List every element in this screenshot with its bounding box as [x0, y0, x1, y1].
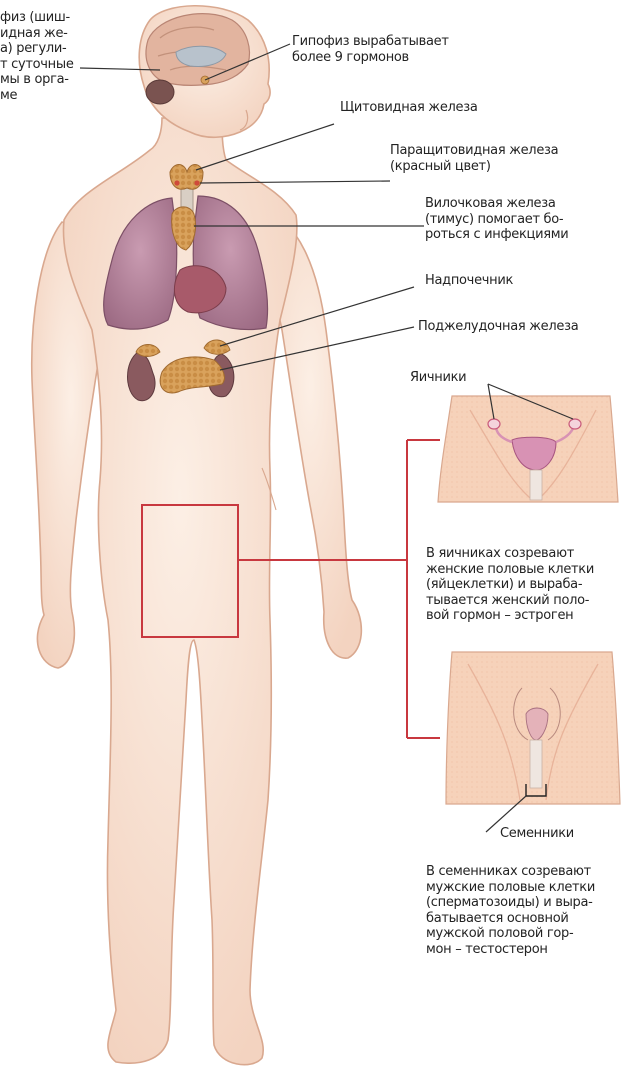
parathyroid-label: Паращитовидная железа (красный цвет) — [390, 143, 558, 174]
ovary-left — [488, 419, 500, 429]
adrenal-label: Надпочечник — [425, 273, 513, 289]
testes-description: В семенниках созревают мужские половые к… — [426, 864, 595, 957]
ovaries-description: В яичниках созревают женские половые кле… — [426, 546, 594, 624]
thymus-label: Вилочковая железа (тимус) помогает бо- р… — [425, 196, 568, 243]
thyroid-label: Щитовидная железа — [340, 100, 478, 116]
torso-legs — [63, 118, 296, 1065]
cerebellum — [146, 80, 174, 104]
parathyroid-gland — [174, 180, 179, 185]
pineal-label: физ (шиш- идная же- а) регули- т суточны… — [0, 10, 74, 103]
testes-label: Семенники — [500, 826, 574, 842]
ovaries-label: Яичники — [410, 370, 466, 386]
pituitary-label: Гипофиз вырабатывает более 9 гормонов — [292, 34, 449, 65]
male-pelvis-panel — [446, 652, 620, 832]
ovary-right — [569, 419, 581, 429]
female-pelvis-panel — [438, 384, 618, 502]
pancreas-label: Поджелудочная железа — [418, 319, 578, 335]
